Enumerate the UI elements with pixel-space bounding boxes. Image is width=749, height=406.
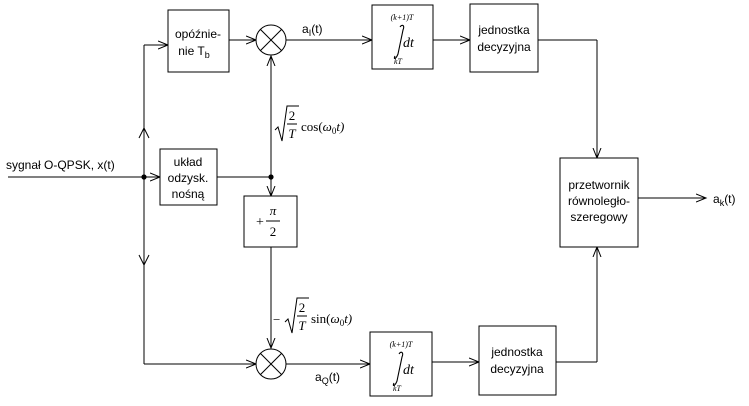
sin-sqrt-num: 2 [299, 300, 306, 315]
carrier-recovery-block: układ odzysk. nośną [159, 148, 218, 206]
signal-aI-label: aI(t) [302, 22, 323, 38]
integrator-lower-limit-bottom: kT [393, 384, 402, 393]
phase-shift-den: 2 [270, 224, 277, 239]
converter-line3: szeregowy [570, 210, 627, 224]
phase-shift-pi: π [270, 203, 277, 218]
carrier-label-line2: odzysk. [168, 171, 209, 185]
integrator-upper-limit-top: (k+1)T [391, 13, 414, 22]
converter-line2: równoległo- [568, 194, 630, 208]
cos-sqrt-den: T [288, 126, 296, 141]
sin-expression: sin(ω0t) [311, 311, 352, 328]
decision-top-line1: jednostka [477, 23, 530, 37]
mixer-lower [255, 348, 287, 380]
sin-minus: − [273, 312, 280, 327]
integrator-upper-limit-bottom: kT [394, 57, 403, 66]
bus-arrow-down [138, 254, 150, 267]
integrator-lower-dt: dt [403, 363, 415, 378]
decision-bottom-line2: decyzyjna [490, 362, 544, 376]
carrier-label-line3: nośną [172, 187, 205, 201]
parallel-serial-converter: przetwornik równoległo- szeregowy [559, 157, 639, 248]
integrator-lower: (k+1)T dt kT [369, 331, 433, 397]
input-signal-label: sygnał O-QPSK, x(t) [6, 158, 115, 172]
junction-input [141, 174, 147, 180]
cos-sqrt-num: 2 [289, 108, 296, 123]
bus-arrow-up [138, 126, 150, 139]
integrator-upper-dt: dt [403, 36, 415, 51]
converter-line1: przetwornik [568, 178, 630, 192]
output-signal-label: ak(t) [713, 192, 736, 208]
decision-unit-bottom: jednostka decyzyjna [478, 325, 557, 396]
cos-reference-label: 2 T cos(ω0t) [274, 105, 344, 142]
cos-expression: cos(ω0t) [301, 119, 344, 136]
integrator-lower-limit-top: (k+1)T [390, 340, 413, 349]
phase-shift-plus: + [256, 215, 264, 230]
signal-aQ-label: aQ(t) [315, 370, 340, 386]
delay-label-line2: nie Tb [178, 44, 209, 60]
delay-block: opóźnie- nie Tb [167, 9, 230, 73]
sin-sqrt-sign [284, 297, 309, 334]
decision-unit-top: jednostka decyzyjna [469, 3, 539, 73]
mixer-upper [255, 24, 287, 56]
integral-sign-lower [392, 351, 404, 386]
phase-shift-block: + π 2 [243, 195, 298, 248]
sin-sqrt-den: T [298, 318, 306, 333]
delay-label-line1: opóźnie- [175, 27, 221, 41]
decision-top-line2: decyzyjna [477, 40, 531, 54]
junction-carrier [268, 174, 274, 180]
sin-reference-label: − 2 T sin(ω0t) [273, 297, 352, 334]
integrator-upper: (k+1)T dt kT [371, 4, 434, 70]
integral-sign-upper [393, 24, 405, 59]
carrier-label-line1: układ [174, 155, 203, 169]
decision-bottom-line1: jednostka [490, 345, 543, 359]
cos-sqrt-sign [274, 105, 299, 142]
